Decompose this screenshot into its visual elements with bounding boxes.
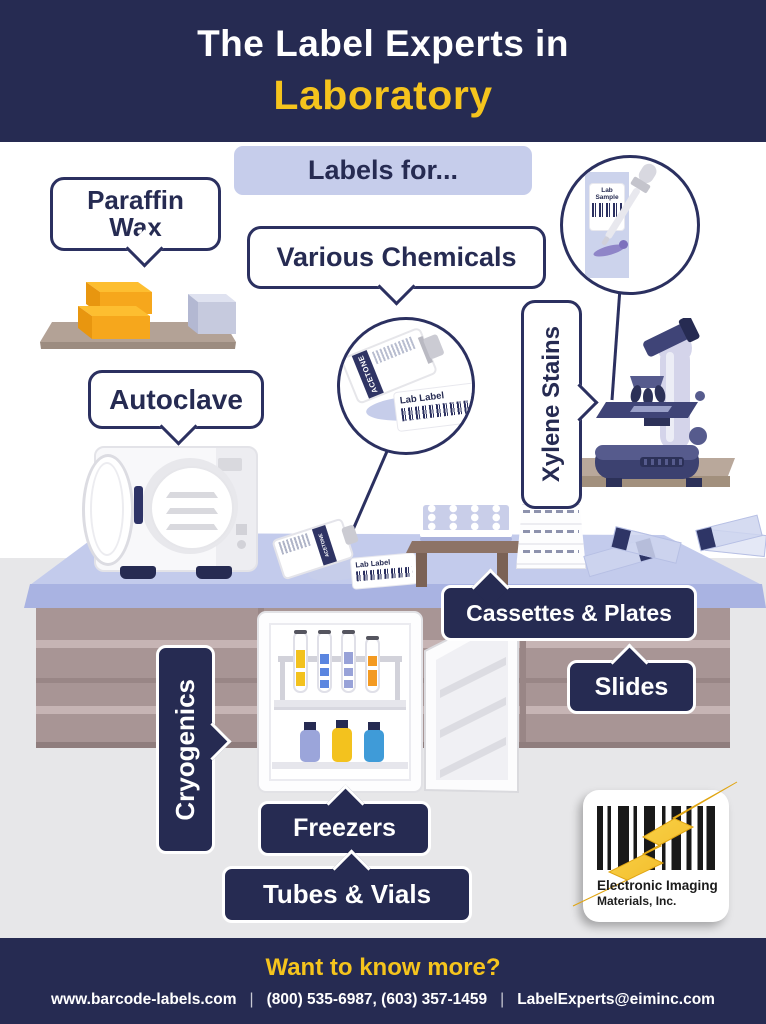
labels-for-banner: Labels for... [234,146,532,195]
autoclave-knob [237,540,246,549]
autoclave-tray [166,492,218,498]
badge-cassettes-plates: Cassettes & Plates [441,568,697,641]
callout-text: Wax [109,212,162,242]
magnified-lab-label: Lab Label [393,383,472,431]
labels-for-text: Labels for... [307,155,459,185]
sample-label-barcode [592,203,622,217]
callout-pointer [377,267,416,306]
freezer-illustration [257,602,519,794]
autoclave-open-lid [82,454,134,566]
callout-autoclave: Autoclave [88,370,264,446]
autoclave-tray [166,524,218,530]
lab-label-barcode [355,566,413,582]
autoclave-tray [166,508,218,514]
stain-drop [619,240,628,249]
footer-separator: | [500,990,505,1008]
cassette [517,510,585,525]
cabinet-divider [520,606,526,748]
autoclave-illustration [82,444,264,580]
title-line2: Laboratory [273,72,493,118]
footer-cta: Want to know more? [265,953,501,981]
callout-various-chemicals: Various Chemicals [247,226,546,306]
footer-phones: (800) 535-6987, (603) 357-1459 [266,990,488,1008]
badge-text: Cassettes & Plates [466,599,672,626]
badge-tubes-vials: Tubes & Vials [222,849,472,923]
autoclave-button [236,524,247,535]
autoclave-vent [218,458,242,471]
magnifier-circle-sample: Lab Sample [560,155,700,295]
cassette [517,550,585,565]
badge-cryogenics: Cryogenics [156,645,232,854]
badge-slides: Slides [567,643,696,714]
logo-company-line2: Materials, Inc. [597,894,677,908]
footer-website: www.barcode-labels.com [51,990,237,1008]
badge-text: Cryogenics [170,678,200,821]
plate-stand-leg [416,553,427,587]
plate-base [420,530,512,537]
header-banner: The Label Experts in Laboratory [0,0,766,142]
autoclave-door-window [150,466,234,550]
magnifier-circle-chemical: ACETONE Lab Label [337,317,475,455]
autoclave-door-ring [142,458,238,554]
title-line1: The Label Experts in [197,23,569,64]
cassette-stack [516,504,586,569]
footer-banner: Want to know more? www.barcode-labels.co… [0,938,766,1024]
autoclave-hinge [134,486,143,524]
callout-xylene-stains: Xylene Stains [521,300,599,509]
footer-contacts: www.barcode-labels.com | (800) 535-6987,… [51,991,715,1009]
footer-separator: | [249,990,254,1008]
microscope-illustration [550,318,735,487]
badge-freezers: Freezers [258,784,431,856]
autoclave-lid-inner [90,462,124,556]
dropper-tip [601,235,611,247]
logo-company-line1: Electronic Imaging [597,878,718,893]
plate-stand-leg [497,553,508,587]
company-logo: Electronic Imaging Materials, Inc. [572,781,738,922]
callout-text: Various Chemicals [276,242,517,272]
counter-lab-label: Lab Label [350,553,418,589]
plate-stand-top [406,541,526,553]
lightning-bolt-icon [572,781,738,907]
cassette [517,530,585,545]
callout-paraffin-wax: Paraffin Wax [50,177,221,268]
well-plate [423,505,509,532]
paraffin-wax-illustration [40,282,236,349]
autoclave-foot [196,566,232,579]
autoclave-foot [120,566,156,579]
callout-text: Xylene Stains [537,326,565,483]
sample-label-title: Lab Sample [595,187,619,201]
plate-base-edge [420,537,512,541]
callout-text: Paraffin [87,184,184,215]
footer-email: LabelExperts@eiminc.com [517,990,715,1008]
